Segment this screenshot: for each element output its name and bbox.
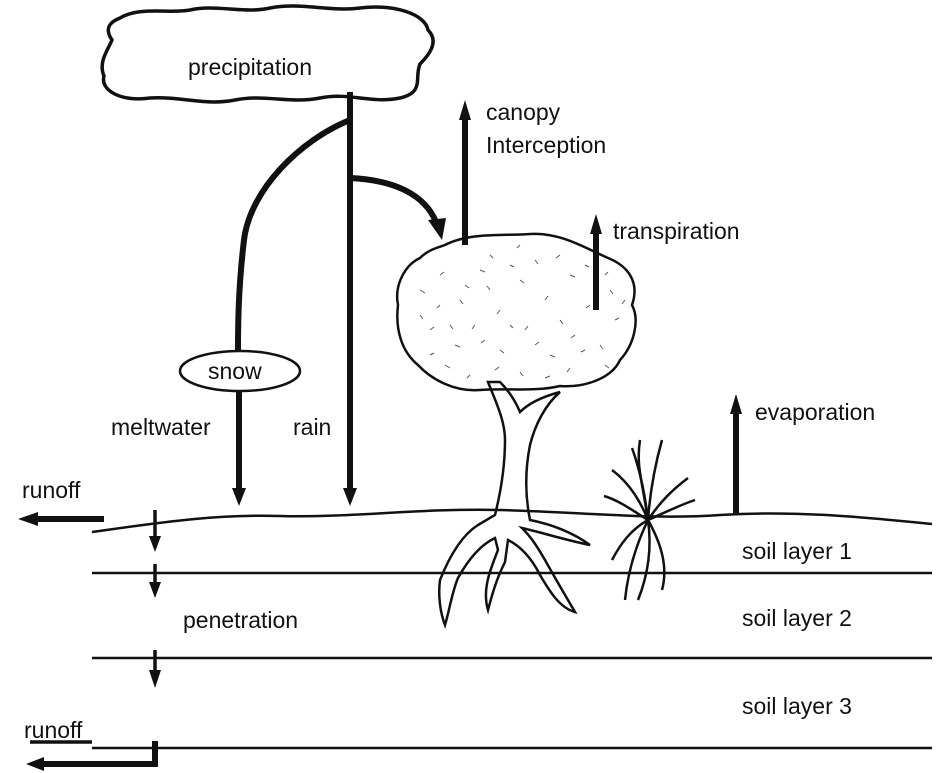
snow-oval: snow: [180, 351, 300, 391]
penetration-arrow-2: [149, 564, 161, 598]
meltwater-label: meltwater: [111, 414, 211, 440]
canopy-interception-arrow: [459, 100, 471, 245]
soil-layer-1-label: soil layer 1: [742, 538, 852, 564]
tree: [397, 234, 635, 625]
soil-layer-2-label: soil layer 2: [742, 605, 852, 631]
precipitation-label: precipitation: [188, 54, 312, 80]
ground-surface-line: [92, 510, 932, 532]
penetration-label: penetration: [183, 607, 298, 633]
soil-layer-3-label: soil layer 3: [742, 693, 852, 719]
evaporation-label: evaporation: [755, 399, 875, 425]
penetration-arrow-1: [149, 510, 161, 552]
runoff-top-arrow: [18, 512, 104, 526]
rain-arrow: [343, 92, 357, 506]
meltwater-arrow: [232, 391, 246, 506]
evaporation-arrow: [730, 394, 742, 514]
canopy-label: canopy: [486, 99, 561, 125]
snow-label: snow: [208, 358, 262, 384]
interception-curve-arrow: [350, 178, 446, 240]
transpiration-arrow: [590, 214, 602, 310]
penetration-arrow-3: [149, 650, 161, 688]
precipitation-cloud: precipitation: [102, 6, 433, 102]
runoff-top-label: runoff: [22, 477, 81, 503]
grass-plant: [604, 440, 695, 600]
snow-path: [238, 120, 350, 350]
transpiration-label: transpiration: [613, 218, 740, 244]
interception-label: Interception: [486, 132, 606, 158]
runoff-bottom-label: runoff: [24, 717, 83, 743]
runoff-bottom-arrow: [26, 741, 155, 771]
rain-label: rain: [293, 414, 331, 440]
